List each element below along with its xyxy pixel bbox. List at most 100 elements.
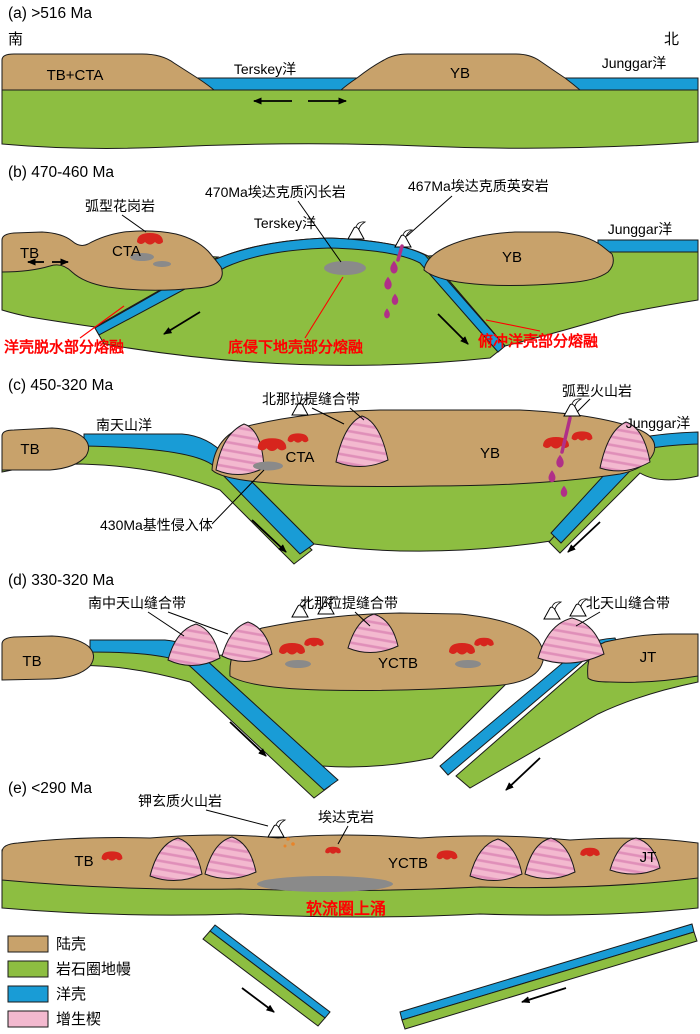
south-tianshan-ocean-label: 南天山洋 <box>96 417 152 433</box>
subduction-arrows-c <box>251 519 601 553</box>
suture-wedge-e <box>524 837 576 879</box>
subduction-arrows-d <box>229 721 541 791</box>
legend-label-lithospheric-mantle: 岩石圈地幔 <box>56 961 131 978</box>
detached-slab-right-crust <box>399 923 695 1021</box>
legend: 陆壳 岩石圈地幔 洋壳 增生楔 <box>7 935 131 1028</box>
south-central-tianshan-suture-label: 南中天山缝合带 <box>88 595 186 611</box>
tb-label-e: TB <box>74 853 93 870</box>
panel-d: (d) 330-320 Ma <box>1 572 699 799</box>
panel-d-title: (d) 330-320 Ma <box>8 572 114 589</box>
tb-label-b: TB <box>20 245 39 262</box>
legend-swatch-lithospheric-mantle <box>7 960 49 978</box>
direction-north-label: 北 <box>664 31 679 48</box>
underplating-melting-label: 底侵下地壳部分熔融 <box>228 338 363 356</box>
junggar-ocean-label-b: Junggar洋 <box>608 221 673 237</box>
slab-melting-label: 俯冲洋壳部分熔融 <box>478 332 598 350</box>
accretionary-wedge <box>215 423 265 475</box>
volcano-icon <box>347 221 366 240</box>
yctb-label-e: YCTB <box>388 855 428 872</box>
accretionary-wedge <box>599 421 651 472</box>
legend-item-oceanic-crust: 洋壳 <box>7 985 86 1003</box>
cta-label-b: CTA <box>112 243 141 260</box>
sinking-arrows-e <box>241 987 567 1013</box>
yb-label-b: YB <box>502 249 522 266</box>
north-tianshan-wedge <box>537 617 605 664</box>
north-tianshan-suture-label: 北天山缝合带 <box>586 595 670 611</box>
underplated-lens <box>257 876 393 892</box>
cta-label-c: CTA <box>286 449 315 466</box>
suture-wedge-e <box>149 837 203 881</box>
asthenosphere-upwelling-label: 软流圈上涌 <box>306 899 386 918</box>
adakite-label: 埃达克岩 <box>318 809 374 825</box>
adakitic-dacite-label: 467Ma埃达克质英安岩 <box>408 178 549 194</box>
leader-lines-c <box>211 398 591 525</box>
tb-block-d <box>1 635 94 681</box>
legend-label-oceanic-crust: 洋壳 <box>56 986 86 1003</box>
panel-a: (a) >516 Ma 南 北 TB+CTA Terskey洋 YB Jungg… <box>1 5 699 149</box>
volcano-icon <box>543 601 562 620</box>
volcano-icon <box>563 398 582 417</box>
direction-south-label: 南 <box>8 31 23 48</box>
jt-label-e: JT <box>640 849 657 866</box>
sill-body <box>153 261 171 267</box>
nalati-suture-wedge <box>335 415 389 467</box>
north-nalati-suture-label-d: 北那拉提缝合带 <box>300 595 398 611</box>
underplated-body <box>324 261 366 275</box>
suture-wedge-e <box>469 838 523 881</box>
terskey-ocean-label-a: Terskey洋 <box>234 61 296 77</box>
yb-block-a <box>339 53 582 91</box>
sill-body <box>130 253 154 261</box>
slab-dehydration-label: 洋壳脱水部分熔融 <box>4 338 124 356</box>
detached-slab-left-crust <box>209 924 331 1019</box>
adakitic-diorite-label: 470Ma埃达克质闪长岩 <box>205 184 346 200</box>
volcano-icon <box>267 819 286 838</box>
subduction-arrows-b <box>27 258 469 345</box>
mafic-intrusion-label: 430Ma基性侵入体 <box>100 517 213 533</box>
tb-label-d: TB <box>22 653 41 670</box>
panel-e: (e) <290 Ma 钾玄质火山岩 埃达克岩 <box>1 780 699 1030</box>
terskey-slab-b <box>94 237 506 353</box>
legend-item-accretionary-wedge: 增生楔 <box>7 1010 101 1028</box>
tb-cta-label-a: TB+CTA <box>47 67 104 84</box>
junggar-ocean-crust-b <box>597 239 699 253</box>
panel-c-title: (c) 450-320 Ma <box>8 377 113 394</box>
panel-e-title: (e) <290 Ma <box>8 780 92 797</box>
suture-wedge-e <box>204 836 257 879</box>
shoshonite-speckles <box>283 837 295 848</box>
panel-c: (c) 450-320 Ma <box>1 377 699 565</box>
jt-label-d: JT <box>640 649 657 666</box>
north-nalati-suture-label-c: 北那拉提缝合带 <box>262 391 360 407</box>
arc-granite-label: 弧型花岗岩 <box>85 198 155 214</box>
panel-b-title: (b) 470-460 Ma <box>8 164 114 181</box>
yb-block-b <box>423 231 614 286</box>
yctb-label-d: YCTB <box>378 655 418 672</box>
legend-label-continental-crust: 陆壳 <box>56 936 86 953</box>
nalati-suture-wedge-d <box>347 613 399 653</box>
junggar-ocean-label-a: Junggar洋 <box>602 55 667 71</box>
arc-volcanics-label: 弧型火山岩 <box>562 383 632 399</box>
volcano-icon <box>394 229 413 248</box>
yb-label-c: YB <box>480 445 500 462</box>
legend-label-accretionary-wedge: 增生楔 <box>56 1011 101 1028</box>
sill-body <box>455 660 481 668</box>
legend-item-lithospheric-mantle: 岩石圈地幔 <box>7 960 131 978</box>
leader-lines-e <box>205 809 349 845</box>
leader-lines-d <box>147 611 601 637</box>
yb-label-a: YB <box>450 65 470 82</box>
leader-lines-b <box>79 195 541 339</box>
south-central-tianshan-wedge <box>221 621 273 662</box>
suture-wedge-e <box>609 837 661 875</box>
legend-swatch-continental-crust <box>7 935 49 953</box>
magma-conduit <box>396 244 404 262</box>
terskey-ocean-label-b: Terskey洋 <box>254 215 316 231</box>
detached-slab-right-mantle <box>401 931 698 1030</box>
sill-body <box>285 660 311 668</box>
mafic-intrusion-body <box>253 461 283 471</box>
cta-yb-block-c <box>211 409 656 487</box>
tb-cta-block-b <box>1 230 223 291</box>
volcano-icon <box>569 598 588 617</box>
detached-slab-left-mantle <box>202 930 326 1027</box>
junggar-ocean-label-c: Junggar洋 <box>626 415 691 431</box>
magma-conduit <box>560 416 572 454</box>
